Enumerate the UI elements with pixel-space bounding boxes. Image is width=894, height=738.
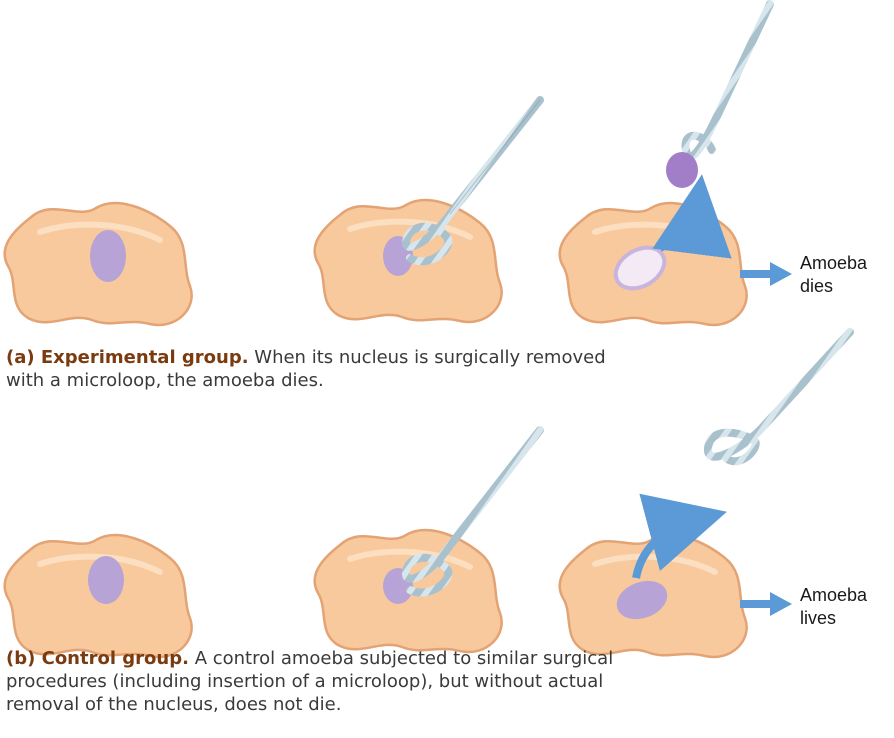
nucleus [88, 556, 124, 604]
panel-b-cell-2 [315, 430, 540, 652]
panel-a-outcome: Amoeba dies [800, 252, 867, 298]
panel-a-cell-1 [5, 203, 192, 325]
outcome-line1: Amoeba [800, 252, 867, 275]
outcome-line2: dies [800, 275, 867, 298]
panel-a-caption: (a) Experimental group. When its nucleus… [6, 346, 606, 392]
panel-b-caption-title: (b) Control group. [6, 648, 189, 669]
outcome-line1: Amoeba [800, 584, 867, 607]
panel-a-cell-2 [315, 100, 540, 322]
microloop [708, 332, 850, 461]
outcome-line2: lives [800, 607, 867, 630]
microloop [686, 4, 770, 156]
panel-a-outcome-arrow [740, 262, 792, 286]
panel-a-caption-title: (a) Experimental group. [6, 347, 249, 368]
panel-b-cell-1 [5, 535, 192, 657]
panel-a-cell-3 [560, 4, 770, 325]
removed-nucleus [666, 152, 698, 188]
nucleus [90, 230, 126, 282]
panel-b-caption: (b) Control group. A control amoeba subj… [6, 647, 646, 716]
panel-b-outcome: Amoeba lives [800, 584, 867, 630]
panel-b-outcome-arrow [740, 592, 792, 616]
